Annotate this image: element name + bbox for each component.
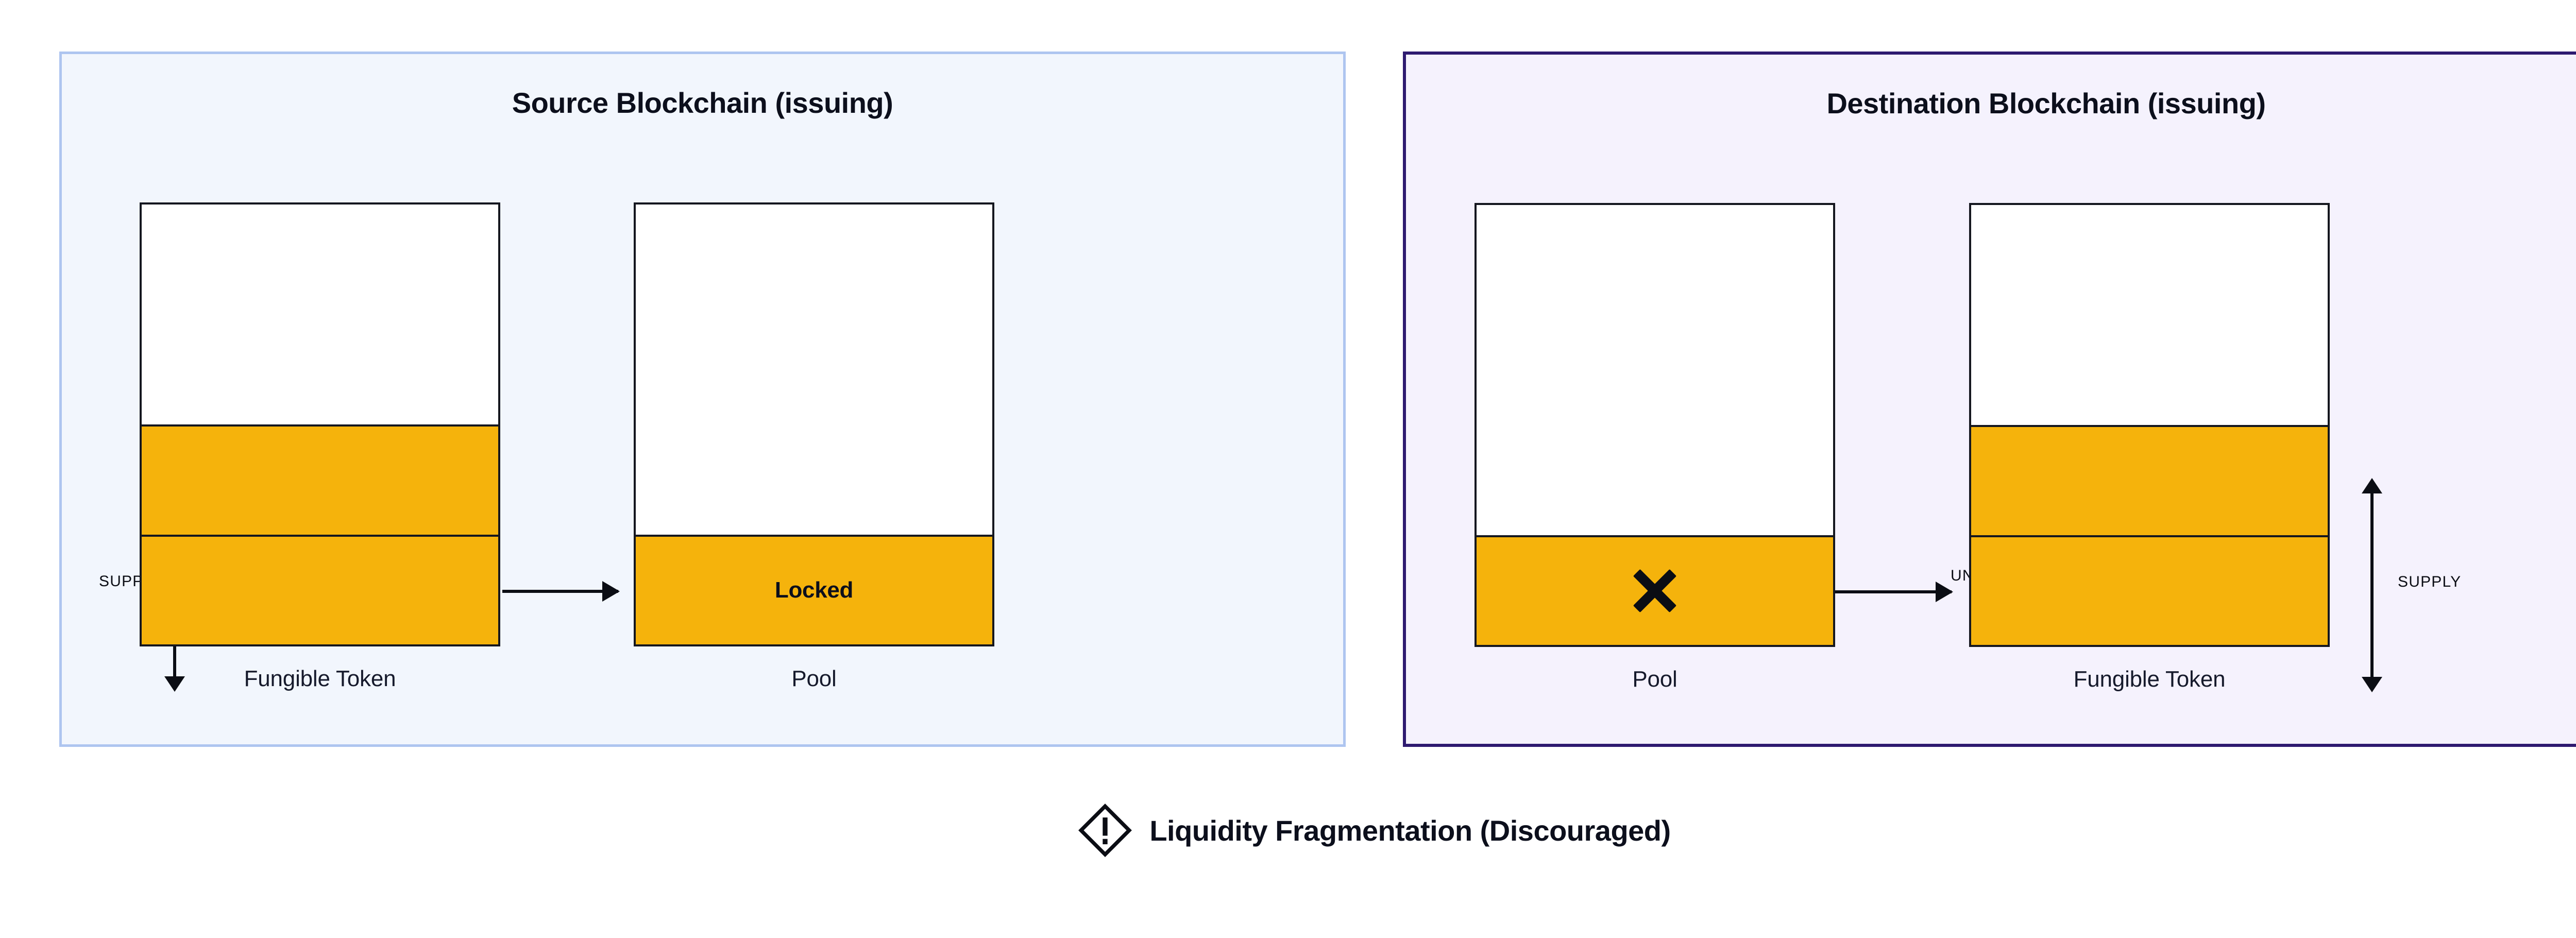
bar-destination-fungible-token	[1969, 203, 2330, 647]
panel-source-title: Source Blockchain (issuing)	[512, 87, 893, 119]
bar-source-fungible-token	[140, 202, 500, 646]
segment-filled	[1971, 535, 2328, 645]
segment-filled	[1971, 425, 2328, 535]
bar-source-pool: Locked	[634, 202, 994, 646]
segment-label-locked: Locked	[774, 577, 854, 603]
segment-empty	[142, 204, 498, 424]
segment-empty	[636, 204, 992, 535]
supply-label-destination: SUPPLY	[2398, 573, 2462, 590]
bar-caption-source-pool: Pool	[791, 666, 837, 691]
lock-transfer-arrow	[502, 581, 620, 602]
segment-filled: Locked	[636, 534, 992, 644]
footer-caption-text: Liquidity Fragmentation (Discouraged)	[1149, 814, 1671, 847]
x-mark-icon	[1633, 569, 1677, 613]
panel-destination-blockchain: Destination Blockchain (issuing) Pool UN…	[1403, 52, 2576, 747]
warning-diamond-icon	[1078, 804, 1132, 857]
panel-source-blockchain: Source Blockchain (issuing) SUPPLY Fungi…	[59, 52, 1346, 747]
unlock-transfer-arrow	[1835, 582, 1953, 602]
bar-destination-pool	[1475, 203, 1835, 647]
segment-empty	[1477, 205, 1833, 535]
footer-caption: Liquidity Fragmentation (Discouraged)	[0, 804, 2576, 857]
segment-filled	[1477, 535, 1833, 645]
bar-caption-destination-pool: Pool	[1632, 667, 1677, 692]
supply-arrow-destination	[2362, 478, 2382, 692]
segment-filled	[142, 534, 498, 644]
panel-destination-title: Destination Blockchain (issuing)	[1826, 87, 2266, 120]
bar-caption-destination-fungible-token: Fungible Token	[2073, 667, 2226, 692]
segment-filled	[142, 424, 498, 535]
segment-empty	[1971, 205, 2328, 425]
bar-caption-source-fungible-token: Fungible Token	[244, 666, 396, 691]
